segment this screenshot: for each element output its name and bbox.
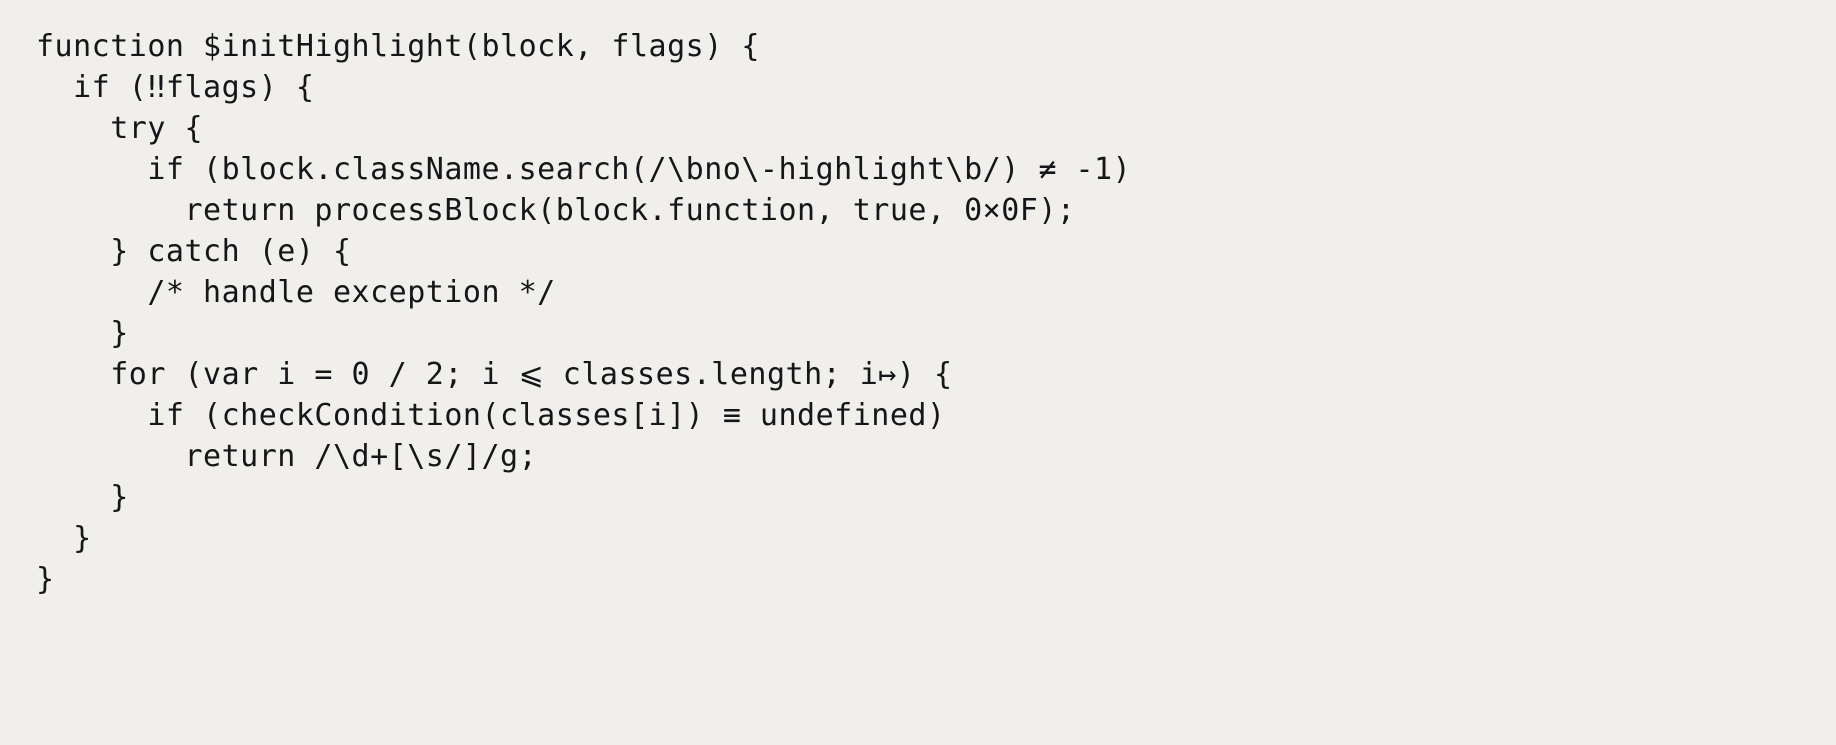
code-line[interactable]: } catch (e) { [36,234,352,269]
code-line[interactable]: } [36,562,55,597]
code-line[interactable]: if (checkCondition(classes[i]) ≡ undefin… [36,398,946,433]
code-line[interactable]: for (var i = 0 / 2; i ⩽ classes.length; … [36,357,953,392]
code-line[interactable]: return /\d+[\s/]/g; [36,439,538,474]
code-line[interactable]: if (block.className.search(/\bno\-highli… [36,152,1132,187]
code-line[interactable]: if (‼flags) { [36,70,315,105]
code-line[interactable]: function $initHighlight(block, flags) { [36,29,760,64]
code-line[interactable]: try { [36,111,204,146]
code-line[interactable]: /* handle exception */ [36,275,556,310]
code-line[interactable]: } [36,316,129,351]
code-line[interactable]: return processBlock(block.function, true… [36,193,1076,228]
code-line[interactable]: } [36,480,129,515]
code-line[interactable]: } [36,521,92,556]
